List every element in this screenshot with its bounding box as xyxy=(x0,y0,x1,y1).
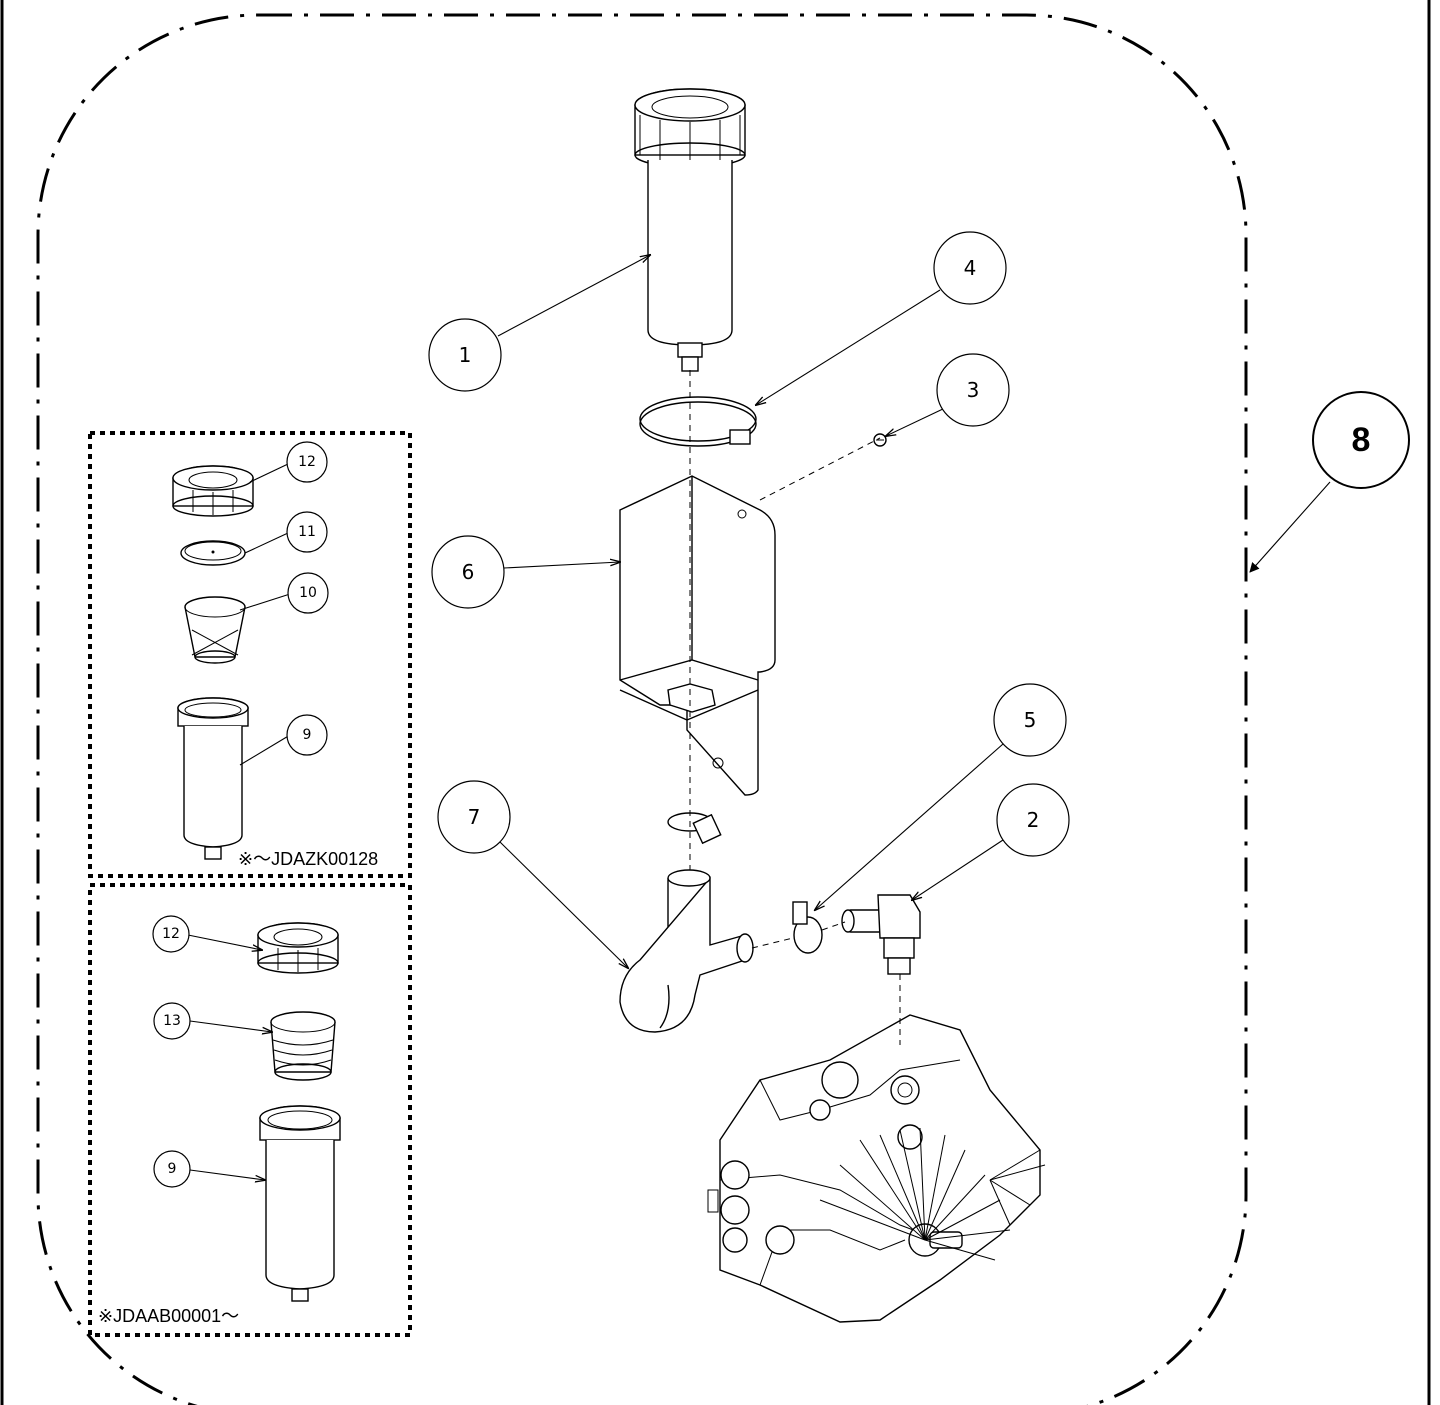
assembly-centerlines xyxy=(689,370,901,1045)
callout-9-new: 9 xyxy=(153,1150,191,1188)
callout-4: 4 xyxy=(933,231,1007,305)
svg-text:1: 1 xyxy=(459,343,472,367)
callout-5: 5 xyxy=(993,683,1067,757)
part-2-elbow-fitting xyxy=(841,894,921,975)
part-7-hose-elbow xyxy=(619,869,754,1033)
svg-text:11: 11 xyxy=(298,524,316,540)
svg-text:2: 2 xyxy=(1027,808,1040,832)
assembly-8-boundary xyxy=(36,13,1248,1405)
pump-body xyxy=(707,1014,1046,1323)
callout-2: 2 xyxy=(996,783,1070,857)
part-4-band-clamp xyxy=(639,396,757,447)
part-6-bracket xyxy=(619,475,776,796)
callout-12-new: 12 xyxy=(152,915,190,953)
inset-old-parts xyxy=(172,465,254,860)
part-1-filter-cup xyxy=(634,88,746,372)
callout-9-old: 9 xyxy=(286,714,328,756)
inset-box-old xyxy=(88,431,412,878)
svg-text:4: 4 xyxy=(964,256,977,280)
svg-text:5: 5 xyxy=(1024,708,1037,732)
svg-text:7: 7 xyxy=(468,805,481,829)
callout-6: 6 xyxy=(431,535,505,609)
serial-note-new: ※JDAAB00001～ xyxy=(98,1306,239,1326)
inset-new-parts xyxy=(257,922,341,1302)
inset-box-new xyxy=(88,883,412,1337)
callout-12-old: 12 xyxy=(286,441,328,483)
serial-note-old: ※～JDAZK00128 xyxy=(238,849,378,869)
svg-text:12: 12 xyxy=(162,926,180,942)
svg-text:13: 13 xyxy=(163,1013,181,1029)
leader-lines xyxy=(187,255,1331,1180)
svg-text:8: 8 xyxy=(1352,421,1371,459)
svg-text:9: 9 xyxy=(168,1161,177,1177)
svg-text:9: 9 xyxy=(303,727,312,743)
callout-10: 10 xyxy=(287,572,329,614)
svg-text:12: 12 xyxy=(298,454,316,470)
callout-8: 8 xyxy=(1312,391,1410,489)
callout-11: 11 xyxy=(286,511,328,553)
part-3-screw xyxy=(873,433,887,447)
part-5-clamp xyxy=(792,901,823,954)
callout-7: 7 xyxy=(437,780,511,854)
callout-1: 1 xyxy=(428,318,502,392)
callout-13: 13 xyxy=(153,1002,191,1040)
svg-text:6: 6 xyxy=(462,560,475,584)
hose-clip xyxy=(667,812,722,845)
svg-text:3: 3 xyxy=(967,378,980,402)
svg-text:10: 10 xyxy=(299,585,317,601)
callout-3: 3 xyxy=(936,353,1010,427)
